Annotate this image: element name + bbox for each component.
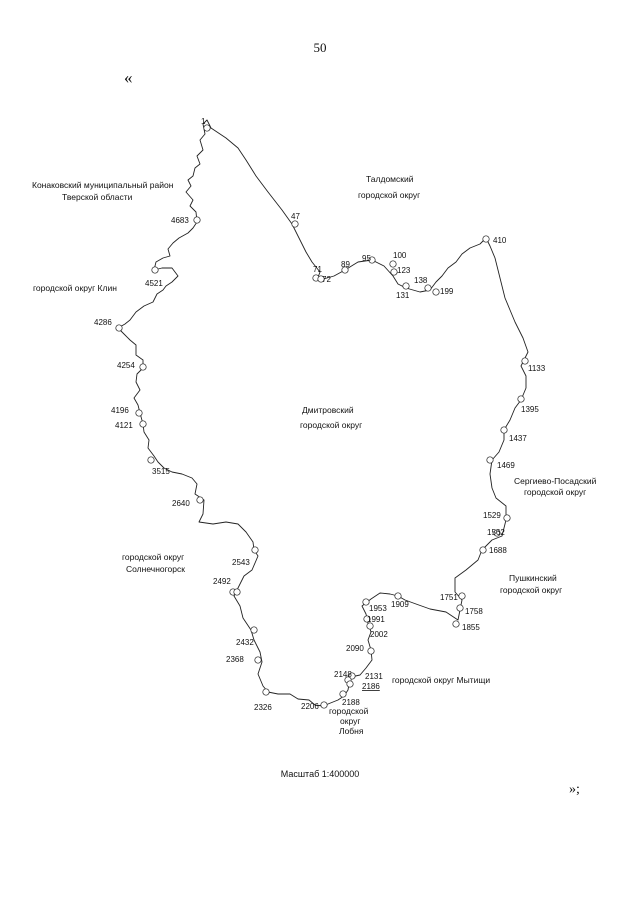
region-label-lobnya-2: округ (340, 716, 360, 726)
point-label: 410 (493, 236, 507, 245)
point-label: 2148 (334, 670, 352, 679)
opening-quote: « (124, 68, 133, 87)
point-label: 199 (440, 287, 454, 296)
point-label: 3515 (152, 467, 170, 476)
closing-quote: »; (569, 782, 580, 797)
point-label: 2368 (226, 655, 244, 664)
point-label: 138 (414, 276, 428, 285)
point-label: 1437 (509, 434, 527, 443)
point-label: 2492 (213, 577, 231, 586)
point-label: 47 (291, 212, 300, 221)
region-label-konakovo-1: Конаковский муниципальный район (32, 180, 174, 190)
point-label: 89 (341, 260, 350, 269)
region-label-konakovo-2: Тверской области (62, 192, 133, 202)
region-label-sergiev-1: Сергиево-Посадский (514, 476, 597, 486)
region-labels: Конаковский муниципальный район Тверской… (32, 174, 597, 736)
point-labels: 1 47 71 72 89 95 100 123 131 138 199 410… (94, 117, 546, 712)
region-label-pushkino-2: городской округ (500, 585, 562, 595)
region-label-mytishchi: городской округ Мытищи (392, 675, 490, 685)
point-label: 2090 (346, 644, 364, 653)
boundary-points (115, 124, 529, 709)
point-label: 1133 (528, 364, 546, 373)
point-label: 123 (397, 266, 411, 275)
point-label: 1469 (497, 461, 515, 470)
point-label: 2002 (370, 630, 388, 639)
region-label-pushkino-1: Пушкинский (509, 573, 557, 583)
point-label: 2206 (301, 702, 319, 711)
point-label: 1855 (462, 623, 480, 632)
point-label: 4196 (111, 406, 129, 415)
region-label-solnech-1: городской округ (122, 552, 184, 562)
point-label: 1991 (367, 615, 385, 624)
page-number: 50 (313, 40, 327, 55)
point-label: 2326 (254, 703, 272, 712)
region-label-lobnya-1: городской (329, 706, 369, 716)
region-label-taldom-1: Талдомский (366, 174, 414, 184)
point-label: 72 (322, 275, 331, 284)
region-label-taldom-2: городской округ (358, 190, 420, 200)
point-label: 1 (201, 117, 206, 126)
point-label: 71 (313, 265, 322, 274)
point-label: 2131 (365, 672, 383, 681)
point-label: 1953 (369, 604, 387, 613)
point-label: 4254 (117, 361, 135, 370)
point-label: 2186 (362, 682, 380, 691)
point-label: 1395 (521, 405, 539, 414)
point-label: 2640 (172, 499, 190, 508)
point-label: 2543 (232, 558, 250, 567)
point-label: 100 (393, 251, 407, 260)
point-label: 95 (362, 254, 371, 263)
point-label: 2188 (342, 698, 360, 707)
region-label-lobnya-3: Лобня (339, 726, 364, 736)
central-region-label-2: городской округ (300, 420, 362, 430)
region-label-sergiev-2: городской округ (524, 487, 586, 497)
region-label-solnech-2: Солнечногорск (126, 564, 185, 574)
point-label: 1562 (487, 528, 505, 537)
point-label: 4521 (145, 279, 163, 288)
region-label-klin: городской округ Клин (33, 283, 117, 293)
point-label: 1758 (465, 607, 483, 616)
point-label: 4683 (171, 216, 189, 225)
point-label: 4121 (115, 421, 133, 430)
point-label: 131 (396, 291, 410, 300)
district-boundary (117, 119, 529, 707)
map-scale: Масштаб 1:400000 (280, 769, 360, 779)
point-label: 1688 (489, 546, 507, 555)
point-label: 1529 (483, 511, 501, 520)
point-label: 1909 (391, 600, 409, 609)
point-label: 4286 (94, 318, 112, 327)
point-label: 2432 (236, 638, 254, 647)
point-label: 1751 (440, 593, 458, 602)
central-region-label-1: Дмитровский (302, 405, 354, 415)
